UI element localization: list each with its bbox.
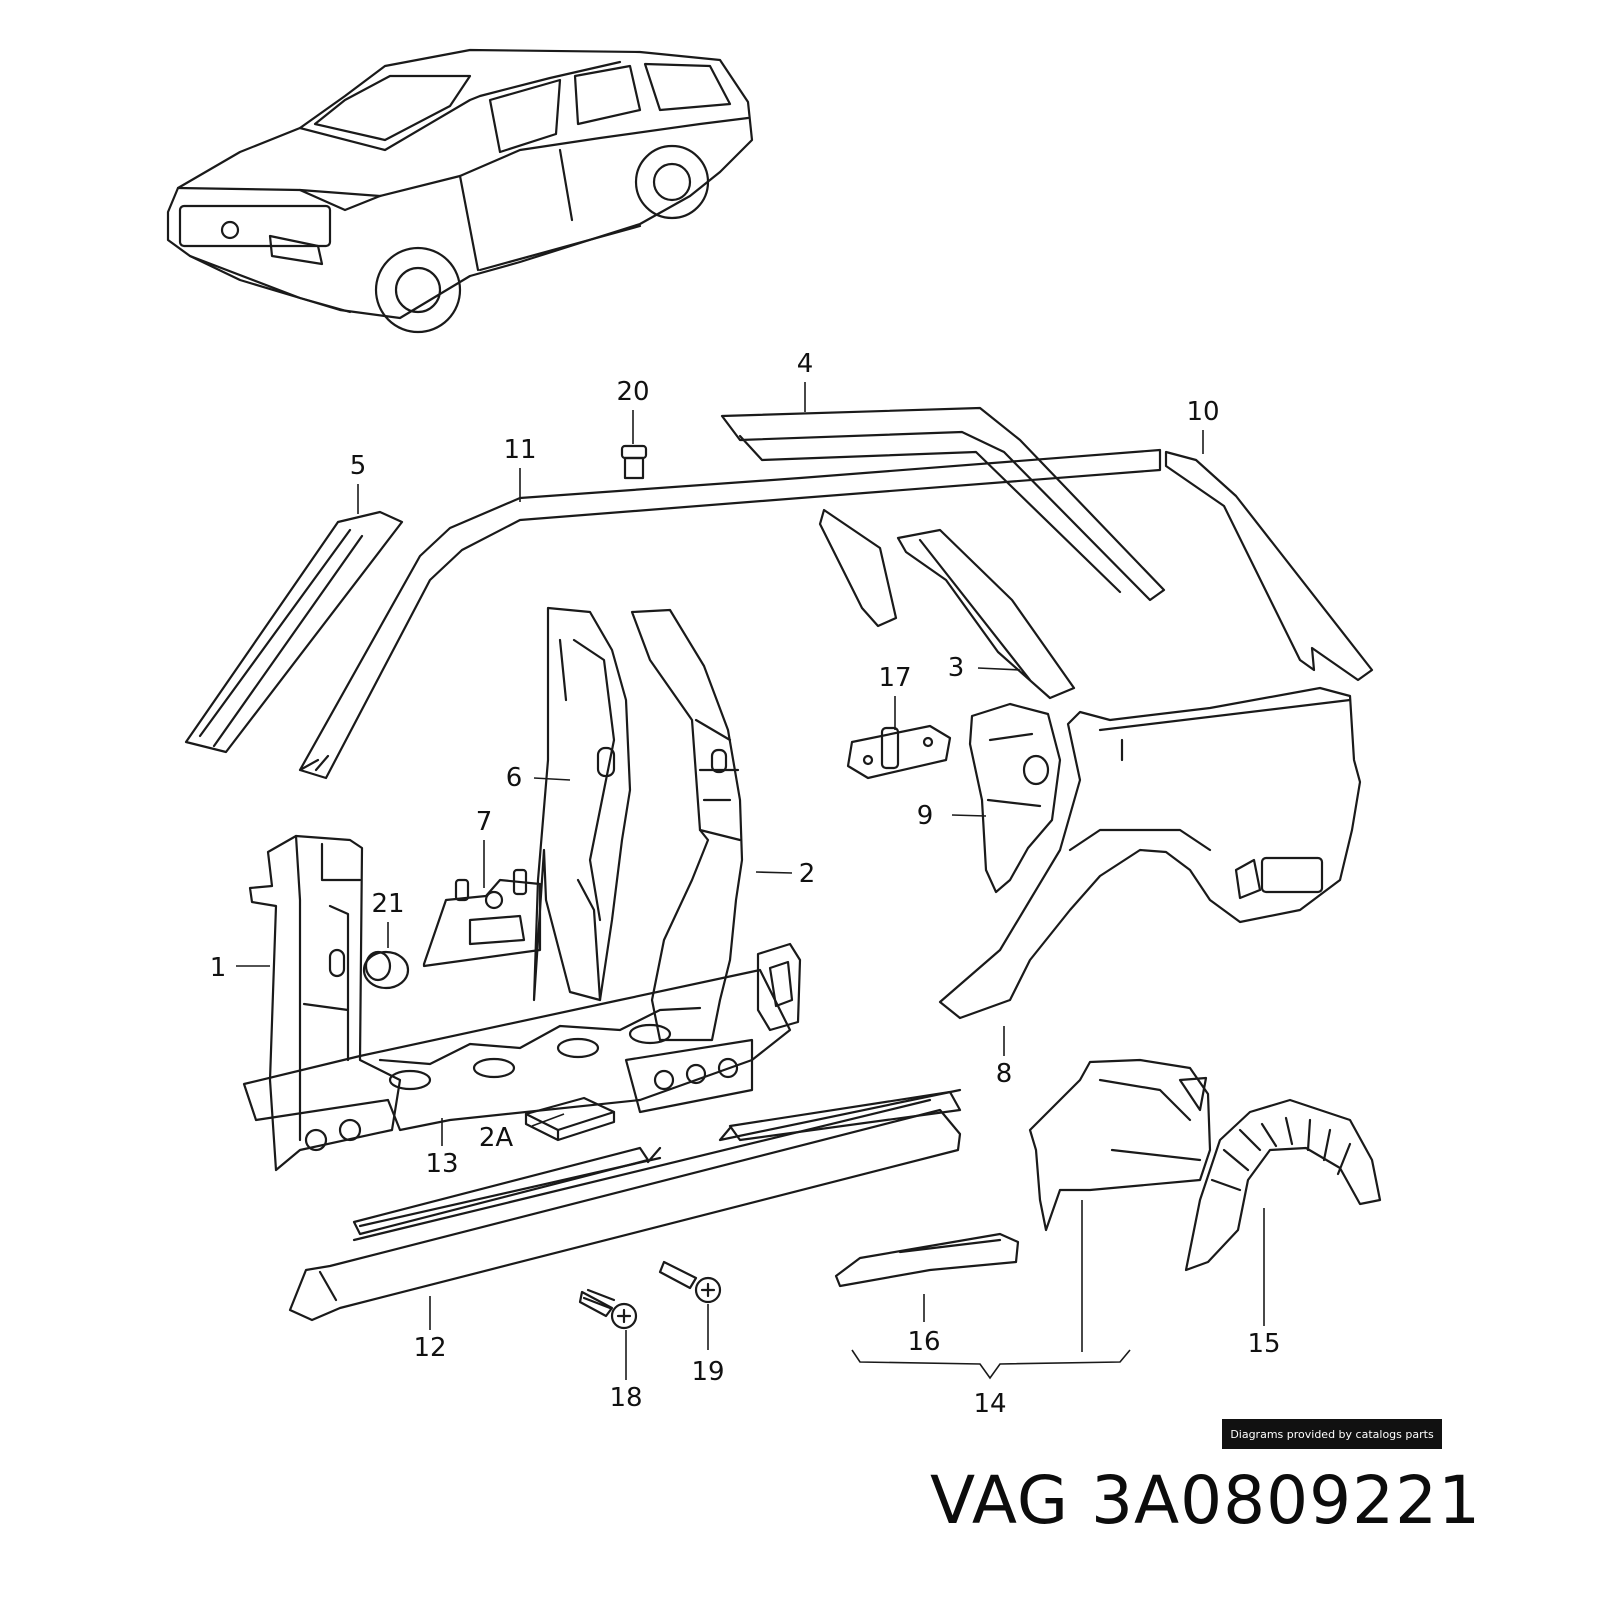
callout-9: 9 bbox=[917, 801, 934, 831]
part-8-rear-quarter bbox=[938, 686, 1362, 1020]
part-11-roof-rail bbox=[298, 448, 1162, 780]
part-20-clip bbox=[620, 444, 648, 480]
callout-18: 18 bbox=[609, 1383, 642, 1413]
part-4-roof-frame bbox=[720, 406, 1166, 602]
part-2-b-pillar-outer bbox=[630, 608, 744, 1042]
part-7-striker-plate bbox=[422, 868, 542, 968]
callout-11: 11 bbox=[503, 435, 536, 465]
part-10-rear-strip bbox=[1164, 450, 1374, 682]
part-12-outer-sill bbox=[288, 1108, 962, 1322]
part-19-screw bbox=[658, 1260, 722, 1304]
part-number-title: VAG 3A0809221 bbox=[930, 1462, 1482, 1539]
part-21-grommet bbox=[362, 950, 410, 990]
part-4-window-frame bbox=[818, 508, 898, 628]
callout-21: 21 bbox=[371, 889, 404, 919]
callout-7: 7 bbox=[476, 807, 493, 837]
callout-3: 3 bbox=[948, 653, 965, 683]
part-1-a-pillar-lower bbox=[248, 834, 402, 1172]
callout-20: 20 bbox=[616, 377, 649, 407]
callout-17: 17 bbox=[878, 663, 911, 693]
callout-2: 2 bbox=[799, 859, 816, 889]
part-14-wheelhouse bbox=[1028, 1058, 1212, 1232]
callout-19: 19 bbox=[691, 1357, 724, 1387]
callout-2a: 2A bbox=[479, 1123, 514, 1153]
callout-6: 6 bbox=[506, 763, 523, 793]
part-15-arch-liner bbox=[1184, 1098, 1382, 1272]
callout-labels: 4 20 10 11 5 3 17 6 9 7 2 21 1 8 13 2A 1… bbox=[210, 349, 1281, 1419]
part-9-rear-panel bbox=[968, 702, 1062, 894]
callout-5: 5 bbox=[350, 451, 367, 481]
part-5-a-pillar-strip bbox=[184, 510, 404, 754]
callout-14: 14 bbox=[973, 1389, 1006, 1419]
part-16-inner-rail bbox=[834, 1232, 1020, 1288]
part-2a-pad bbox=[524, 1096, 616, 1142]
part-18-screw bbox=[578, 1288, 638, 1330]
callout-13: 13 bbox=[425, 1149, 458, 1179]
callout-10: 10 bbox=[1186, 397, 1219, 427]
part-13-inner-sill bbox=[242, 968, 792, 1132]
callout-1: 1 bbox=[210, 953, 227, 983]
callout-4: 4 bbox=[797, 349, 814, 379]
callout-12: 12 bbox=[413, 1333, 446, 1363]
part-3-c-pillar bbox=[896, 528, 1076, 700]
vehicle-illustration bbox=[166, 48, 754, 334]
leader-lines bbox=[236, 382, 1265, 1380]
callout-15: 15 bbox=[1247, 1329, 1280, 1359]
part-6-b-pillar-inner bbox=[532, 606, 632, 1002]
callout-16: 16 bbox=[907, 1327, 940, 1357]
diagram-credit-badge: Diagrams provided by catalogs parts bbox=[1222, 1419, 1442, 1449]
callout-8: 8 bbox=[996, 1059, 1013, 1089]
part-17-bracket bbox=[846, 724, 952, 780]
